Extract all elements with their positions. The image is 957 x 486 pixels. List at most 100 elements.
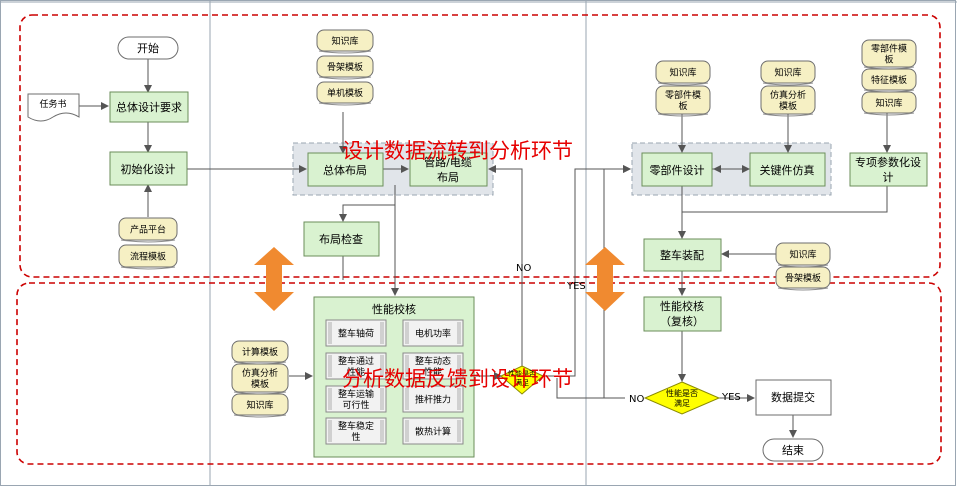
- overlay-analysis-to-design: 分析数据反馈到设计环节: [342, 367, 573, 391]
- doc-card-label: 骨架模板: [327, 61, 363, 73]
- perf-item-box: 整车轴荷: [325, 319, 387, 347]
- knowledge-doc-card: 知识库: [231, 393, 289, 418]
- no-label-1: NO: [516, 263, 531, 274]
- perf-item-label: 整车通过: [338, 355, 374, 367]
- knowledge-doc-card: 知识库: [316, 29, 374, 54]
- perf-item-label: 性: [351, 431, 360, 443]
- perf-item-label: 电机功率: [415, 328, 451, 340]
- doc-card-label: 模板: [779, 100, 797, 112]
- document-stacks: 知识库骨架模板单机模板产品平台流程模板计算模板仿真分析模板知识库知识库零部件模板…: [118, 29, 917, 418]
- svg-text:性能是否: 性能是否: [508, 369, 536, 378]
- perf-item-label: 整车运输: [338, 388, 374, 400]
- right-feedback-double-arrow: [585, 247, 625, 311]
- knowledge-doc-card: 产品平台: [118, 217, 178, 243]
- yes-label-1: YES: [566, 281, 586, 292]
- svg-text:总体设计要求: 总体设计要求: [116, 100, 182, 114]
- knowledge-doc-card: 知识库: [775, 242, 831, 268]
- no-label-2: NO: [629, 394, 644, 405]
- doc-card-label: 骨架模板: [785, 272, 821, 284]
- svg-text:性能是否: 性能是否: [666, 388, 698, 398]
- doc-card-label: 知识库: [331, 35, 358, 47]
- overall-layout-box: 总体布局: [307, 152, 384, 187]
- doc-card-label: 仿真分析: [770, 89, 806, 101]
- perf-item-box: 散热计算: [402, 417, 464, 445]
- perf-item-label: 性能: [424, 366, 442, 378]
- perf-check-items: 整车轴荷电机功率整车通过性能整车动态性能整车运输可行性推杆推力整车稳定性散热计算: [325, 319, 464, 445]
- doc-card-label: 知识库: [774, 67, 801, 79]
- perf-item-box: 电机功率: [402, 319, 464, 347]
- key-part-simulation-box: 关键件仿真: [749, 152, 826, 187]
- doc-card-label: 板: [678, 100, 687, 112]
- svg-text:初始化设计: 初始化设计: [121, 162, 176, 176]
- left-feedback-double-arrow: [254, 247, 294, 311]
- perf-item-label: 整车动态: [415, 355, 451, 367]
- svg-text:开始: 开始: [137, 41, 159, 55]
- knowledge-doc-card: 骨架模板: [775, 266, 831, 291]
- doc-card-label: 仿真分析: [242, 367, 278, 379]
- part-design-box: 零部件设计: [641, 152, 713, 187]
- svg-text:计: 计: [883, 171, 894, 184]
- doc-card-label: 知识库: [669, 67, 696, 79]
- layout-check-box: 布局检查: [303, 221, 380, 257]
- svg-text:数据提交: 数据提交: [771, 390, 815, 404]
- start-node: 开始: [117, 36, 179, 60]
- design-phase-region: [19, 14, 941, 278]
- svg-text:整车装配: 整车装配: [660, 248, 704, 262]
- task-document: 任务书: [27, 93, 80, 122]
- svg-text:布局: 布局: [437, 171, 459, 184]
- svg-text:（复核）: （复核）: [660, 314, 704, 328]
- analysis-phase-region: [16, 282, 942, 465]
- doc-card-label: 零部件模: [871, 43, 907, 55]
- doc-card-label: 模板: [251, 378, 269, 390]
- vehicle-assembly-box: 整车装配: [643, 238, 722, 272]
- perf-decision-diamond-2: 性能是否 满足: [643, 381, 721, 415]
- overlay-design-to-analysis: 设计数据流转到分析环节: [342, 139, 573, 163]
- perf-item-label: 性能: [347, 366, 365, 378]
- doc-card-label: 板: [884, 54, 893, 66]
- knowledge-doc-card: 特征模板: [861, 68, 917, 93]
- data-submit-box: 数据提交: [755, 379, 832, 416]
- knowledge-doc-card: 计算模板: [231, 340, 289, 365]
- perf-item-label: 整车稳定: [338, 420, 374, 432]
- svg-text:结束: 结束: [782, 444, 804, 457]
- doc-card-label: 特征模板: [871, 74, 907, 86]
- doc-card-label: 计算模板: [242, 346, 278, 358]
- pipe-cable-layout-box: 管路/电缆 布局: [409, 152, 488, 187]
- overall-design-requirement-box: 总体设计要求: [109, 91, 189, 123]
- end-node: 结束: [762, 438, 824, 462]
- svg-text:专项参数化设: 专项参数化设: [855, 155, 921, 169]
- perf-item-label: 可行性: [342, 399, 369, 411]
- svg-text:零部件设计: 零部件设计: [650, 163, 705, 177]
- knowledge-doc-card: 单机模板: [316, 81, 374, 106]
- knowledge-doc-card: 流程模板: [118, 244, 178, 270]
- doc-card-label: 零部件模: [665, 89, 701, 101]
- doc-card-label: 产品平台: [130, 224, 166, 236]
- doc-card-label: 知识库: [789, 249, 816, 261]
- doc-card-label: 知识库: [875, 97, 902, 109]
- perf-item-label: 推杆推力: [415, 394, 451, 406]
- special-param-design-box: 专项参数化设 计: [849, 152, 928, 187]
- perf-item-label: 整车轴荷: [338, 328, 374, 340]
- svg-text:关键件仿真: 关键件仿真: [760, 163, 815, 177]
- doc-card-label: 知识库: [246, 399, 273, 411]
- svg-text:满足: 满足: [674, 398, 690, 408]
- perf-item-label: 散热计算: [415, 426, 451, 438]
- doc-card-label: 流程模板: [130, 251, 166, 263]
- knowledge-doc-card: 知识库: [655, 60, 711, 86]
- perf-decision-diamond-1: 性能是否 满足: [500, 365, 544, 395]
- svg-text:任务书: 任务书: [39, 98, 66, 110]
- perf-check-title: 性能校核: [372, 302, 416, 316]
- yes-label-2: YES: [721, 392, 741, 403]
- knowledge-doc-card: 知识库: [861, 91, 917, 116]
- knowledge-doc-card: 骨架模板: [316, 55, 374, 80]
- svg-text:管路/电缆: 管路/电缆: [424, 155, 472, 169]
